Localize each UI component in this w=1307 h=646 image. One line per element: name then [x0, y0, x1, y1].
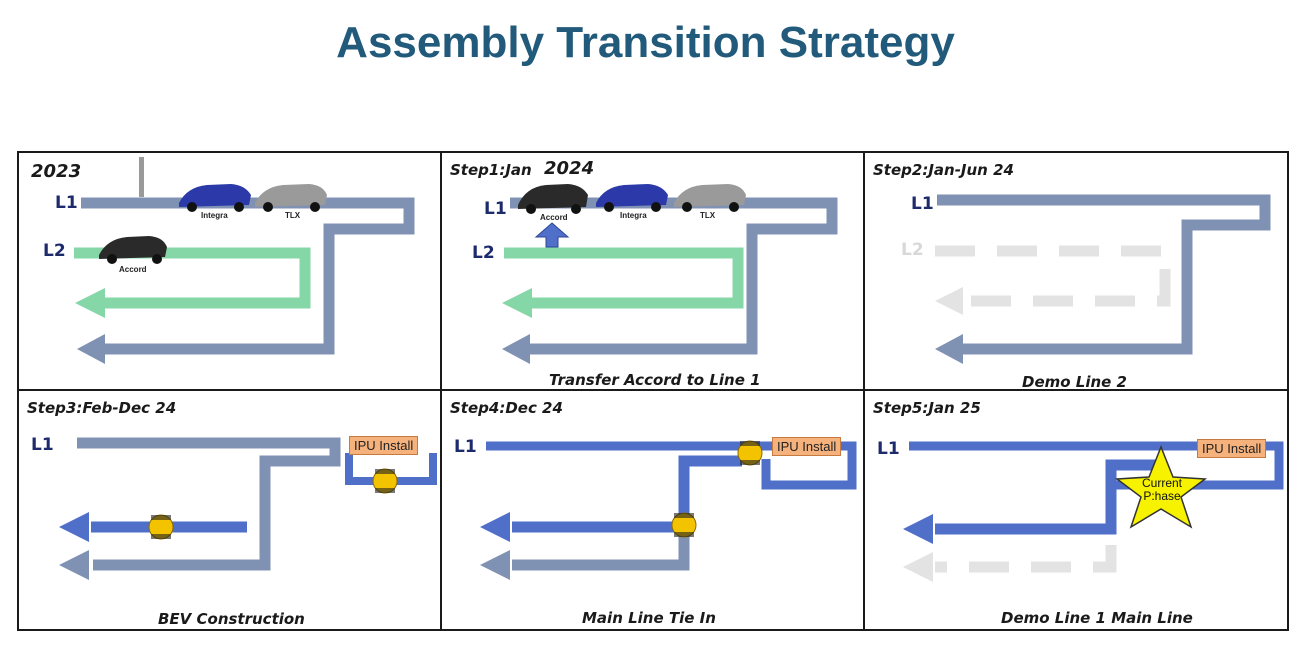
strategy-grid [17, 151, 1289, 631]
line-2-arrowhead [502, 288, 532, 318]
line-1-label: L1 [454, 437, 477, 457]
old-line-arrowhead [480, 550, 510, 580]
current-phase-label: Current P:hase [1133, 477, 1191, 503]
panel-caption: Demo Line 1 Main Line [1001, 609, 1193, 627]
line-1-arrowhead [502, 334, 530, 364]
panel-step-5: Step5:Jan 25 L1 IPU Install Current P:ha… [865, 391, 1287, 629]
panel-step-1: Step1:Jan 2024 L1 L2 Accord Integra TLX … [442, 153, 863, 389]
integra-car-icon [179, 184, 251, 212]
bev-line-arrowhead [59, 512, 89, 542]
line-1-label: L1 [911, 194, 934, 214]
tie-in-flow [512, 455, 742, 533]
line-2-label: L2 [43, 241, 66, 261]
tlx-label: TLX [285, 211, 301, 220]
line-2-arrowhead [75, 288, 105, 318]
accord-label: Accord [119, 265, 147, 274]
grid-divider [17, 389, 1289, 391]
line-2-flow [504, 247, 744, 309]
cars [99, 184, 327, 264]
integra-label: Integra [201, 211, 228, 220]
panel-heading: Step1:Jan [450, 161, 532, 179]
transfer-arrow-icon [534, 222, 570, 248]
line-2-demo-flow [935, 245, 1171, 307]
panel-heading: 2023 [31, 161, 82, 182]
accord-car-icon [518, 184, 588, 214]
panel-caption: Main Line Tie In [582, 609, 716, 627]
line-1-flow [937, 194, 1271, 355]
panel-heading: Step2:Jan-Jun 24 [873, 161, 1014, 179]
panel-caption: Transfer Accord to Line 1 [549, 371, 761, 389]
construction-icon [148, 514, 174, 540]
flow-diagram [903, 441, 1284, 582]
current-phase-star-icon [1114, 444, 1208, 529]
panel-heading: Step5:Jan 25 [873, 399, 981, 417]
flow-diagram [502, 197, 838, 364]
panel-heading: Step4:Dec 24 [450, 399, 563, 417]
construction-icon [372, 468, 398, 494]
line-2-label: L2 [472, 243, 495, 263]
line-1-arrowhead [935, 334, 963, 364]
current-phase-line-2: P:hase [1143, 489, 1181, 503]
panel-2023: 2023 L1 L2 Integra TLX Accord [19, 153, 440, 389]
flow-diagram [480, 440, 857, 580]
panel-caption: Demo Line 2 [1022, 373, 1127, 389]
flow-diagram [935, 194, 1271, 364]
flow-diagram [59, 437, 437, 580]
line-2-arrowhead [935, 287, 963, 315]
line-1-flow [77, 437, 341, 571]
construction-icon [671, 512, 697, 538]
flow-diagram [74, 157, 415, 364]
line-1-label: L1 [55, 193, 78, 213]
tlx-label: TLX [700, 211, 716, 220]
line-2-flow [74, 247, 311, 309]
line-1-arrowhead [903, 514, 933, 544]
line-1-label: L1 [484, 199, 507, 219]
panel-caption: BEV Construction [158, 610, 305, 628]
panel-step-2: Step2:Jan-Jun 24 L1 L2 Demo Line 2 [865, 153, 1287, 389]
panel-step-3: Step3:Feb-Dec 24 L1 IPU Install BEV Cons… [19, 391, 440, 629]
demo-line-flow [935, 545, 1117, 573]
tlx-car-icon [255, 184, 327, 212]
grid-divider [440, 151, 442, 631]
line-1-label: L1 [31, 435, 54, 455]
line-1-flow [935, 459, 1165, 535]
cars [518, 184, 746, 214]
panel-step-4: Step4:Dec 24 L1 IPU Install Main Line Ti… [442, 391, 863, 629]
demo-line-arrowhead [903, 552, 933, 582]
tie-in-arrowhead [480, 512, 510, 542]
main-line-flow [486, 441, 857, 490]
panel-heading: Step3:Feb-Dec 24 [27, 399, 177, 417]
grid-divider [863, 151, 865, 631]
old-line-flow [512, 527, 690, 571]
accord-label: Accord [540, 213, 568, 222]
ipu-install-badge: IPU Install [349, 436, 419, 455]
accord-car-icon [99, 236, 167, 264]
current-phase-line-1: Current [1141, 476, 1182, 490]
line-1-flow [81, 197, 415, 355]
ipu-install-badge: IPU Install [772, 437, 842, 456]
ipu-install-badge: IPU Install [1197, 439, 1267, 458]
tlx-car-icon [674, 184, 746, 212]
line-1-arrowhead [59, 550, 89, 580]
line-2-label: L2 [901, 240, 924, 260]
line-1-arrowhead [77, 334, 105, 364]
line-1-label: L1 [877, 439, 900, 459]
page-title: Assembly Transition Strategy [336, 18, 955, 67]
integra-label: Integra [620, 211, 647, 220]
construction-icon [737, 440, 763, 466]
line-1-flow [510, 197, 838, 355]
panel-heading-year: 2024 [544, 158, 595, 179]
integra-car-icon [596, 184, 668, 212]
